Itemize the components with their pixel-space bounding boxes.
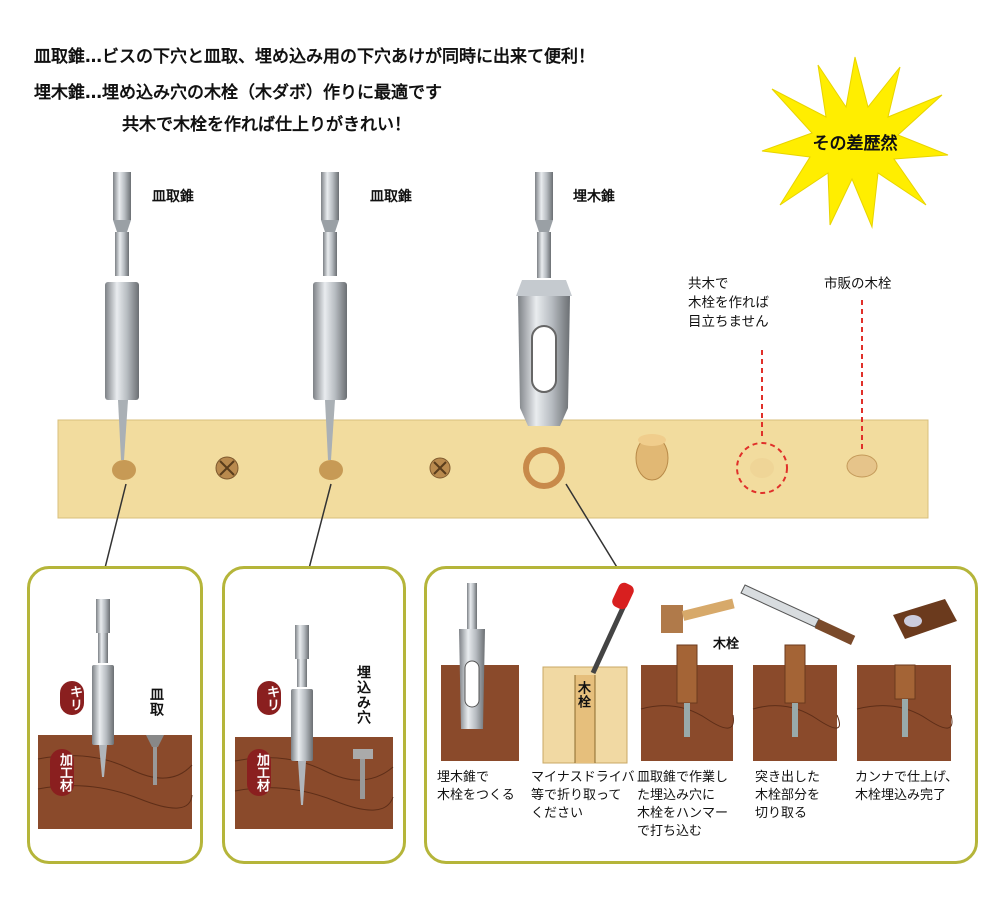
starburst-shape [761, 56, 949, 229]
plug-cutter-bit [516, 172, 572, 426]
detail-panel-1: キリ 皿取 加工材 [27, 566, 203, 864]
panel-1-material-badge: 加工材 [50, 749, 74, 796]
panel-2-illustration [234, 625, 394, 829]
panel-3-step-5-caption: カンナで仕上げ、 木栓埋込み完了 [855, 770, 959, 803]
starburst-badge: その差歴然 [760, 55, 950, 230]
intro-line-2: 埋木錐…埋め込み穴の木栓（木ダボ）作りに最適です [34, 83, 442, 103]
panel-2-drill-badge: キリ [257, 681, 281, 715]
panel-2-material-badge: 加工材 [247, 749, 271, 796]
hole-1 [112, 460, 136, 480]
countersink-bit-1 [105, 172, 139, 460]
panel-3-step-3-caption: 皿取錐で作業し た埋込み穴に 木栓をハンマー で打ち込む [637, 770, 729, 839]
panel-3-illustration [441, 582, 957, 764]
intro-line-3: 共木で木栓を作れば仕上りがきれい！ [122, 115, 411, 135]
countersink-bit-2 [313, 172, 347, 460]
note-same-wood: 共木で 木栓を作れば 目立ちません [688, 276, 769, 330]
note-commercial: 市販の木栓 [824, 276, 892, 292]
panel-3-step-2-caption: マイナスドライバ 等で折り取って ください [531, 770, 635, 821]
ring-cut [523, 447, 565, 489]
bit-label-3: 埋木錐 [573, 189, 615, 205]
commercial-plug [846, 454, 878, 478]
bit-label-1: 皿取錐 [152, 189, 194, 205]
flush-plug-highlight [736, 442, 788, 494]
hole-2 [319, 460, 343, 480]
bit-label-2: 皿取錐 [370, 189, 412, 205]
panel-1-countersink-label: 皿取 [148, 687, 164, 717]
panel-3-plug-in-slot-label: 木栓 [575, 681, 590, 709]
wood-board [57, 419, 929, 519]
panel-3-plug-label: 木栓 [713, 637, 740, 652]
intro-line-1: 皿取錐…ビスの下穴と皿取、埋め込み用の下穴あけが同時に出来て便利！ [34, 47, 595, 67]
detail-panel-3: 木栓 木栓 埋木錐で 木栓をつくる マイナスドライバ 等で折り取って ください … [424, 566, 978, 864]
detail-panel-2: キリ 埋込み穴 加工材 [222, 566, 406, 864]
panel-2-recess-label: 埋込み穴 [355, 665, 371, 725]
panel-3-step-4-caption: 突き出した 木栓部分を 切り取る [755, 770, 821, 821]
panel-1-drill-badge: キリ [60, 681, 84, 715]
panel-1-illustration [37, 599, 193, 829]
starburst-text: その差歴然 [812, 134, 898, 154]
panel-3-step-1-caption: 埋木錐で 木栓をつくる [437, 770, 515, 803]
